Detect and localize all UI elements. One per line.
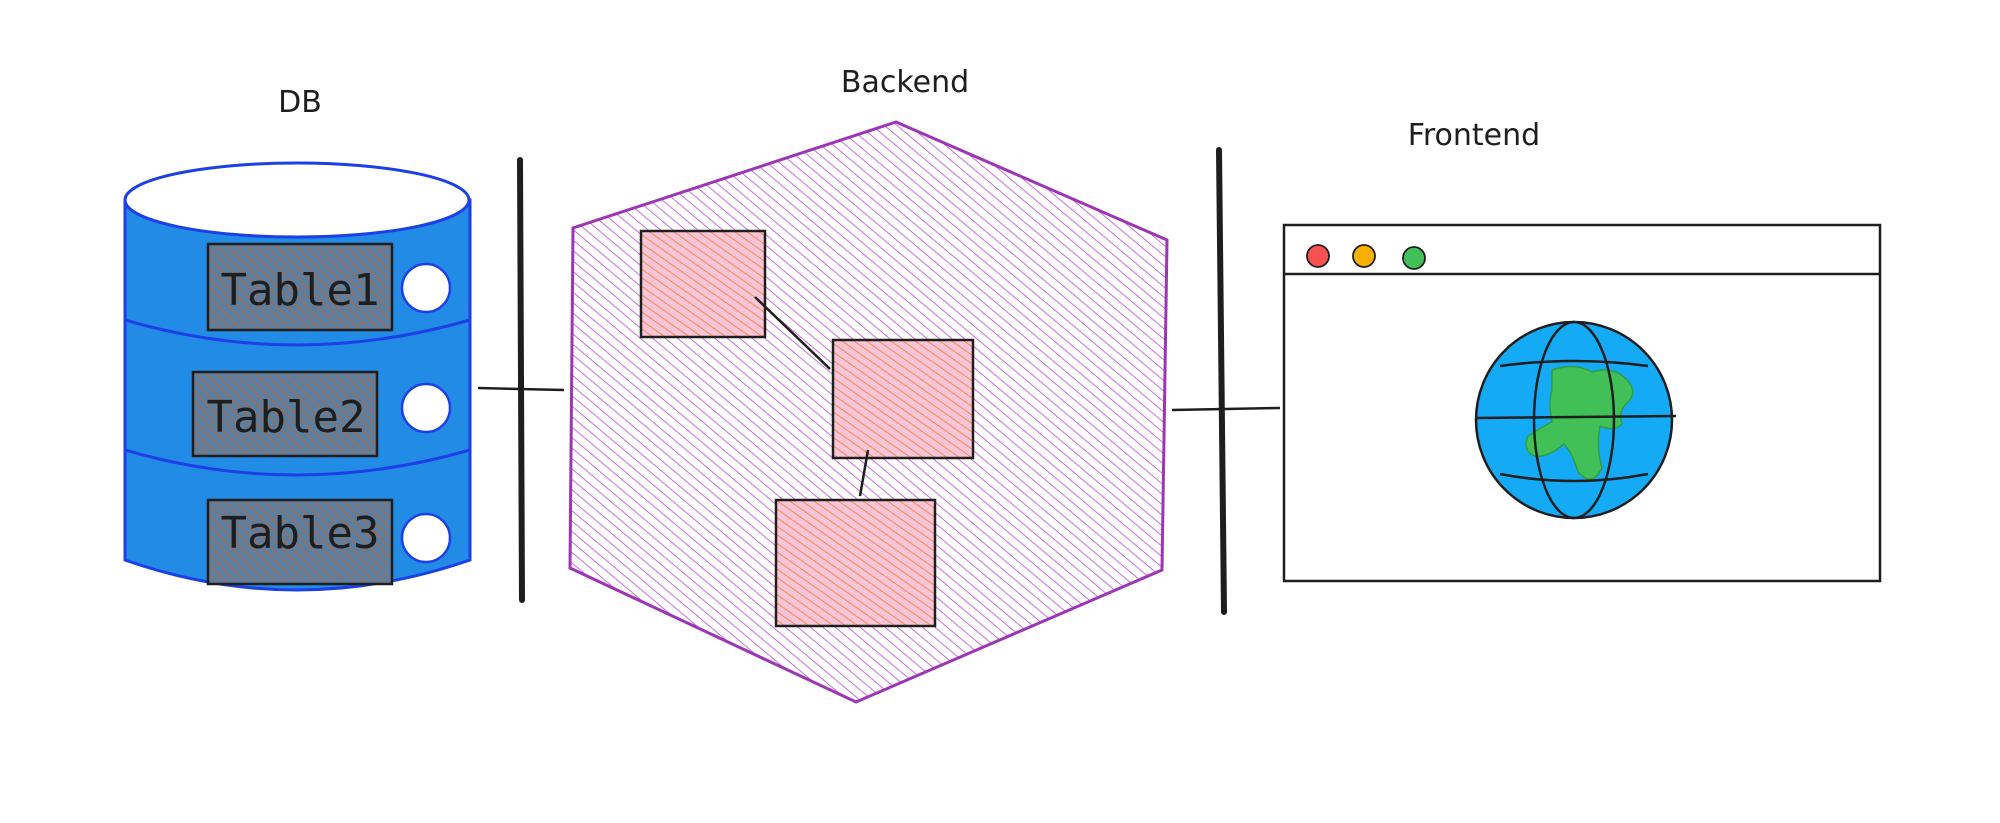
module-connector — [754, 296, 831, 370]
table-box — [191, 370, 379, 458]
db-table-1: Table1 — [206, 242, 452, 332]
db-table-3: Table3 — [206, 498, 452, 586]
window-maximize-dot — [1402, 246, 1426, 270]
table-box — [206, 242, 394, 332]
db-table-2: Table2 — [191, 370, 452, 458]
frontend-label: Frontend — [1408, 118, 1540, 153]
table-label: Table3 — [221, 508, 380, 559]
backend-label: Backend — [841, 65, 969, 100]
table-box — [206, 498, 394, 586]
separator-line-right — [1216, 147, 1227, 615]
connector-db-backend — [477, 386, 565, 392]
table-label: Table1 — [221, 265, 380, 316]
table-status-circle — [400, 512, 452, 564]
window-minimize-dot — [1352, 244, 1376, 268]
database-segment-line — [124, 448, 471, 477]
database-top — [123, 161, 471, 239]
backend-module-2 — [831, 338, 975, 460]
table-label: Table2 — [207, 392, 366, 443]
db-label: DB — [278, 85, 322, 120]
table-status-circle — [400, 382, 452, 434]
separator-line-left — [517, 157, 525, 603]
window-close-dot — [1306, 244, 1330, 268]
backend-module-1 — [639, 229, 767, 339]
globe-icon — [1474, 320, 1677, 520]
browser-window — [1282, 223, 1882, 583]
connector-backend-frontend — [1171, 406, 1281, 412]
module-connector — [858, 449, 870, 497]
table-status-circle — [400, 262, 452, 314]
database-segment-line — [124, 318, 471, 347]
backend-module-3 — [774, 498, 937, 628]
